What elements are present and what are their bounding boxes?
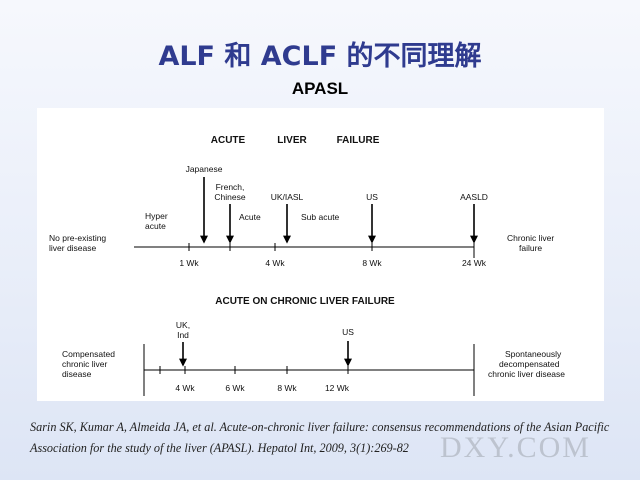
top-header-liver: LIVER [277,135,307,146]
marker-aasld-label: AASLD [460,192,488,202]
top-header-acute: ACUTE [211,135,246,146]
bottom-tick-label-4wk: 4 Wk [175,383,195,393]
marker-french-chinese-line2: Chinese [214,192,245,202]
bottom-left-label-line1: Compensated [62,349,115,359]
bottom-tick-label-6wk: 6 Wk [225,383,245,393]
marker-uk-ind-line1: UK, [176,320,190,330]
top-left-label-line1: No pre-existing [49,233,106,243]
phase-subacute: Sub acute [301,212,340,222]
top-right-label-line1: Chronic liver [507,233,554,243]
marker-french-chinese-line1: French, [216,182,245,192]
phase-acute: Acute [239,212,261,222]
top-tick-label-24wk: 24 Wk [462,258,487,268]
bottom-header: ACUTE ON CHRONIC LIVER FAILURE [215,296,395,307]
top-tick-label-1wk: 1 Wk [179,258,199,268]
bottom-tick-label-8wk: 8 Wk [277,383,297,393]
top-tick-label-4wk: 4 Wk [265,258,285,268]
marker-uk-ind-line2: Ind [177,330,189,340]
top-tick-label-8wk: 8 Wk [362,258,382,268]
citation-text: Sarin SK, Kumar A, Almeida JA, et al. Ac… [30,420,610,455]
slide-subtitle: APASL [291,79,349,98]
marker-us-bottom-label: US [342,327,354,337]
diagram-panel: ACUTE LIVER FAILURE No pre-existing live… [37,108,604,401]
timeline-diagram: ACUTE LIVER FAILURE No pre-existing live… [49,135,565,396]
phase-hyperacute-line2: acute [145,221,166,231]
bottom-right-label-line1: Spontaneously [505,349,562,359]
phase-hyperacute-line1: Hyper [145,211,168,221]
slide-title: ALF 和 ACLF 的不同理解 [158,41,482,72]
watermark-logo: DXY.COM [440,431,591,464]
top-header-failure: FAILURE [337,135,380,146]
top-right-label-line2: failure [519,243,542,253]
bottom-left-label-line3: disease [62,369,92,379]
marker-us-top-label: US [366,192,378,202]
top-left-label-line2: liver disease [49,243,97,253]
bottom-right-label-line2: decompensated [499,359,560,369]
bottom-left-label-line2: chronic liver [62,359,108,369]
bottom-tick-label-12wk: 12 Wk [325,383,350,393]
marker-japanese-label: Japanese [186,164,223,174]
marker-uk-iasl-label: UK/IASL [271,192,304,202]
bottom-right-label-line3: chronic liver disease [488,369,565,379]
